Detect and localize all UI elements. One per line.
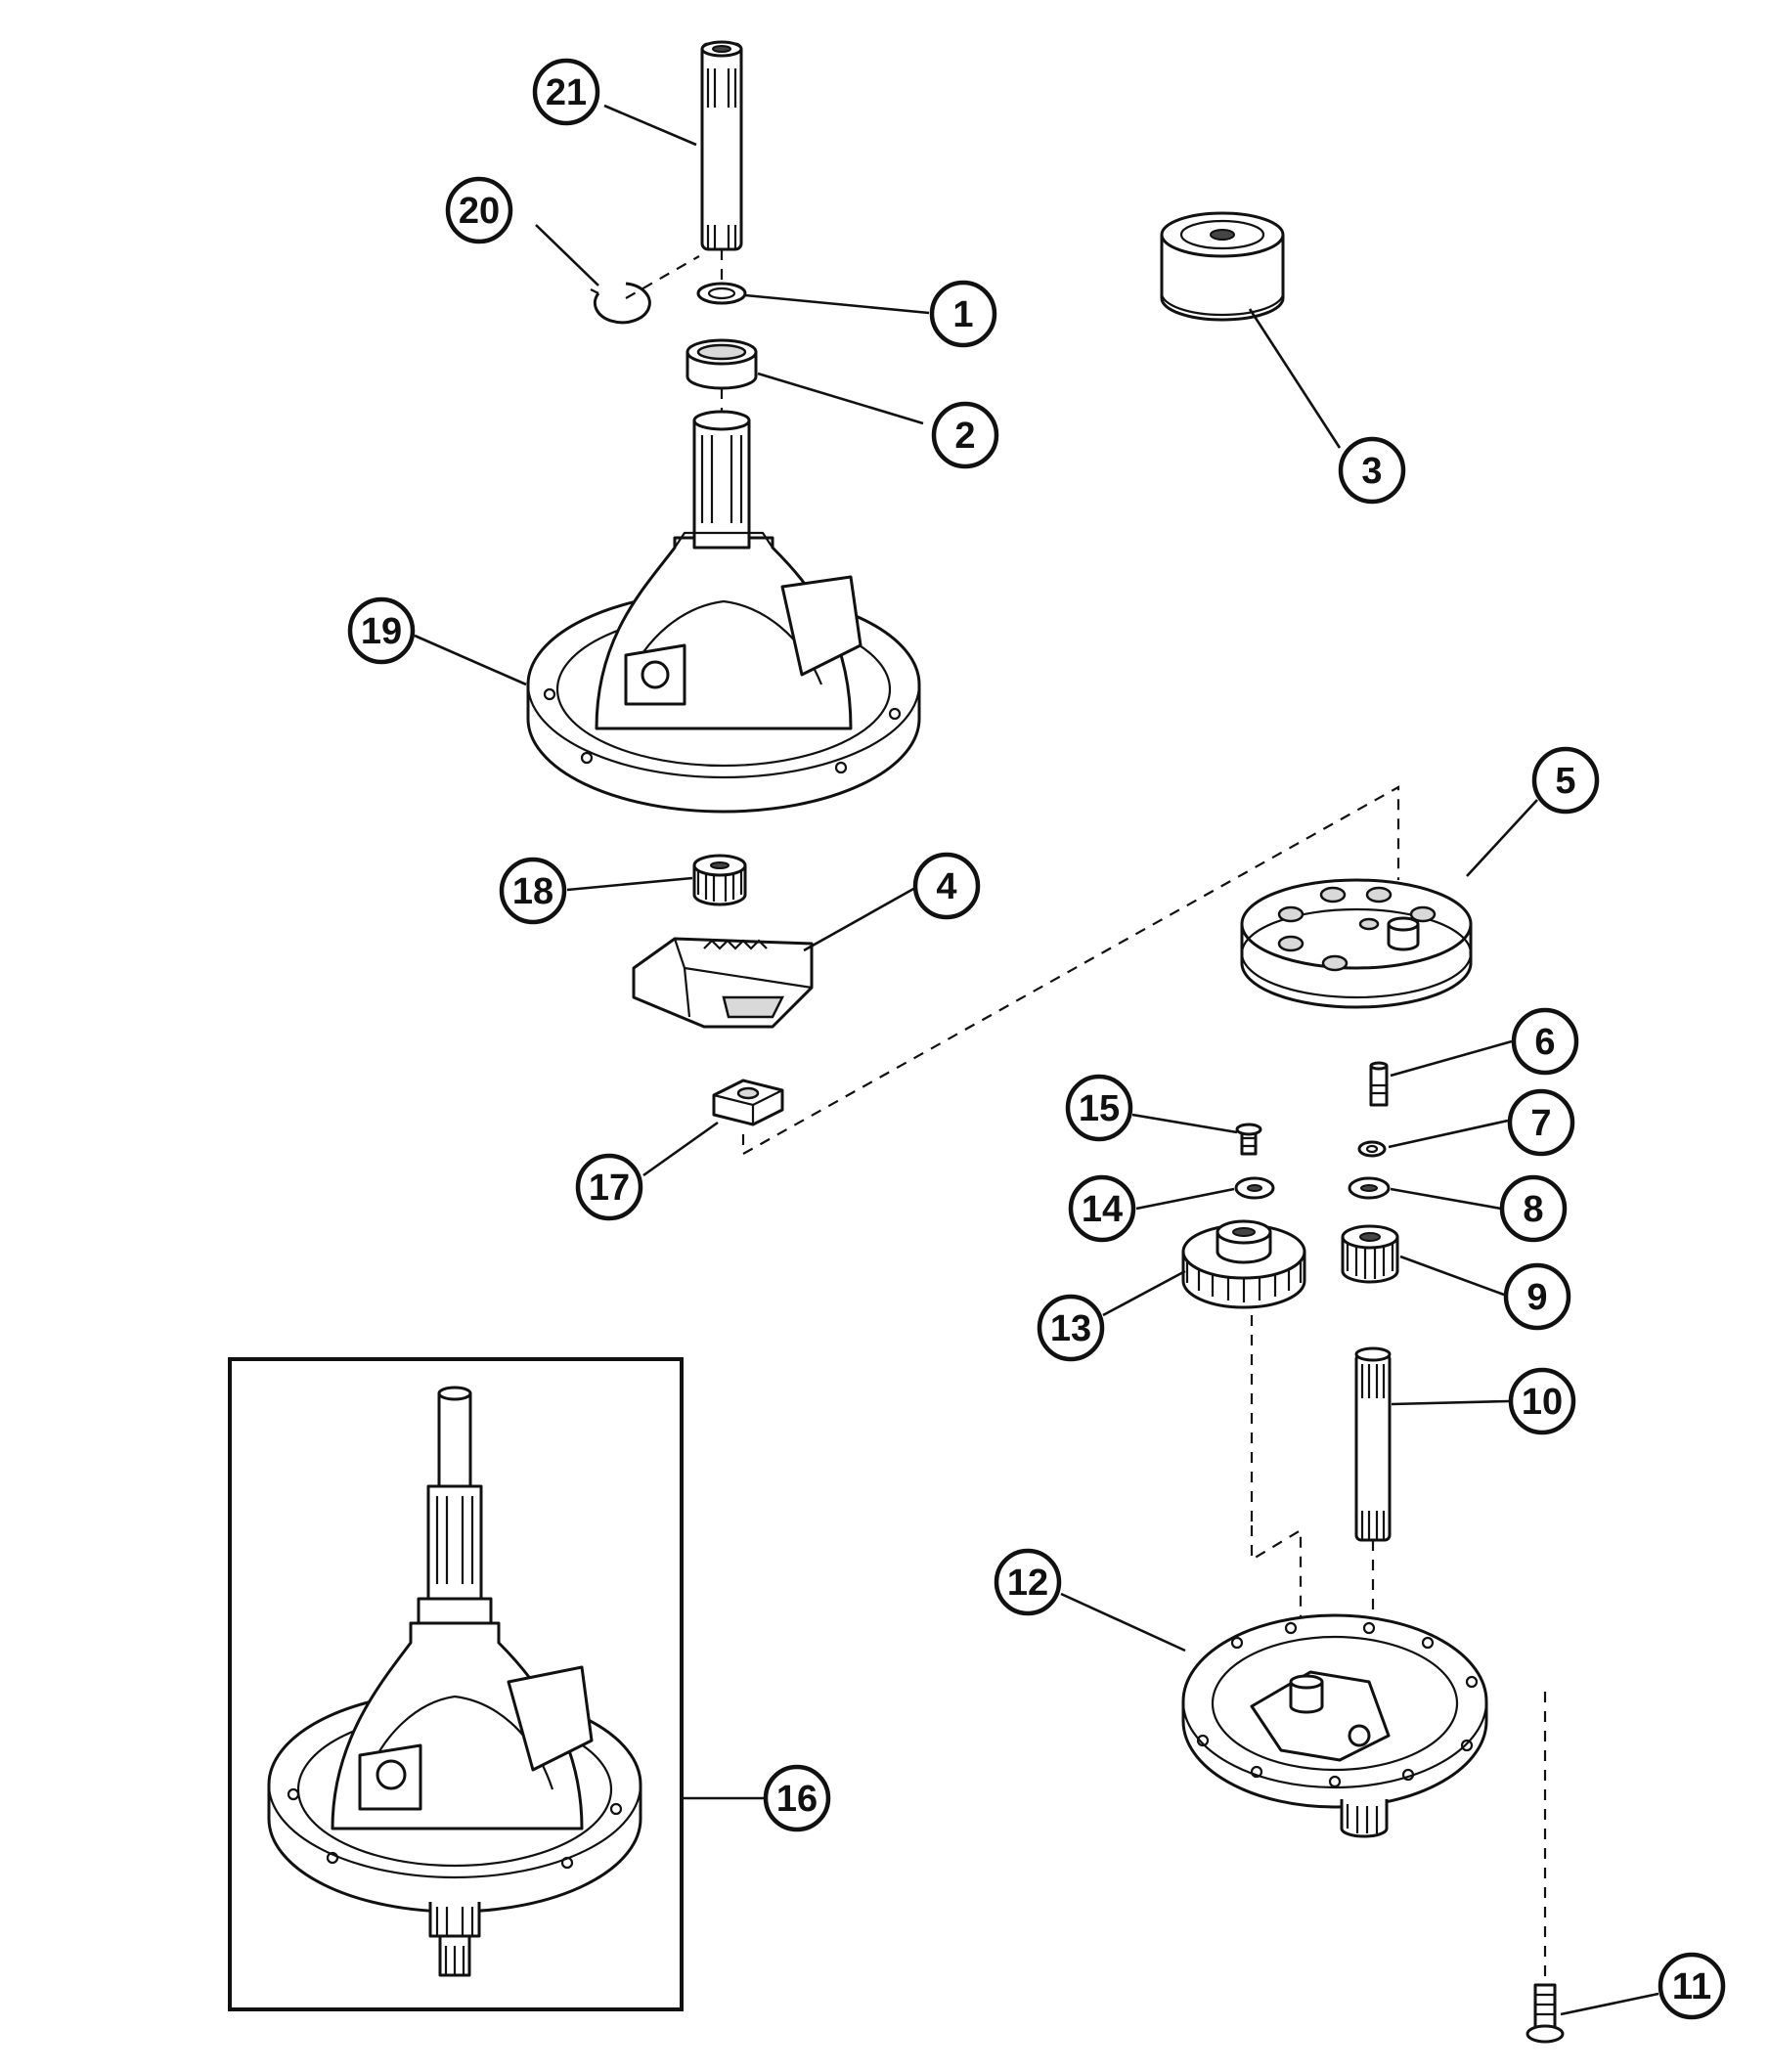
part-10-shaft (1354, 1346, 1392, 1692)
leader-lines (414, 104, 1659, 2016)
callout-label: 15 (1079, 1088, 1120, 1129)
callout-21: 21 (532, 58, 600, 126)
callout-label: 10 (1522, 1382, 1563, 1423)
callout-5: 5 (1531, 746, 1600, 815)
part-4-rack (632, 937, 814, 1029)
callout-2: 2 (931, 401, 999, 469)
alignment-line-13-12 (1250, 1525, 1303, 1682)
callout-label: 4 (936, 866, 956, 907)
callout-label: 1 (952, 294, 973, 335)
callout-label: 14 (1082, 1189, 1123, 1230)
part-5-cam-disc (1240, 878, 1473, 1009)
part-9-pinion-gear (1341, 1224, 1399, 1284)
part-14-washer (1234, 1176, 1275, 1200)
callout-1: 1 (929, 280, 997, 348)
callout-label: 21 (546, 72, 587, 113)
callout-label: 8 (1523, 1189, 1543, 1230)
part-1-washer (696, 282, 747, 305)
callout-label: 11 (1672, 1966, 1711, 2007)
callout-label: 2 (954, 416, 975, 457)
callout-label: 18 (512, 871, 553, 912)
part-3-filter (1160, 211, 1285, 322)
callout-4: 4 (912, 852, 981, 920)
callout-14: 14 (1068, 1174, 1136, 1243)
part-8-washer (1348, 1176, 1391, 1200)
callout-18: 18 (499, 857, 567, 925)
callout-label: 20 (459, 191, 500, 232)
callout-label: 19 (361, 611, 402, 652)
callout-8: 8 (1499, 1174, 1568, 1243)
callout-9: 9 (1503, 1262, 1571, 1331)
part-16-assembly-inset (228, 1357, 684, 2011)
callout-label: 12 (1007, 1563, 1048, 1604)
part-21-shaft (700, 40, 743, 284)
part-6-pin (1369, 1061, 1389, 1107)
callout-3: 3 (1338, 436, 1406, 505)
part-2-bushing (685, 338, 758, 416)
part-18-pinion-gear (692, 854, 747, 906)
part-15-screw (1235, 1123, 1262, 1156)
part-11-bolt (1526, 1983, 1565, 2044)
part-7-washer (1357, 1140, 1387, 1158)
alignment-line-17-5 (741, 785, 1400, 1156)
part-19-transmission-housing (526, 410, 921, 814)
part-13-compound-gear (1181, 1219, 1306, 1525)
callout-17: 17 (575, 1153, 643, 1221)
callout-label: 6 (1534, 1022, 1555, 1063)
callout-label: 9 (1526, 1277, 1547, 1318)
callout-15: 15 (1065, 1074, 1133, 1142)
callout-19: 19 (347, 596, 416, 665)
callout-label: 13 (1050, 1308, 1091, 1349)
part-12-gear-case (1181, 1613, 1547, 1980)
callout-label: 5 (1555, 761, 1575, 802)
callout-12: 12 (994, 1548, 1062, 1616)
callout-6: 6 (1511, 1007, 1579, 1076)
callout-label: 3 (1361, 451, 1382, 492)
part-17-block (712, 1079, 784, 1126)
callout-20: 20 (445, 176, 513, 244)
callout-label: 17 (589, 1168, 630, 1209)
callout-label: 16 (776, 1779, 818, 1820)
callout-label: 7 (1530, 1103, 1551, 1144)
callout-7: 7 (1507, 1088, 1575, 1157)
part-20-retaining-ring (590, 255, 700, 325)
callout-16: 16 (763, 1764, 831, 1832)
callout-10: 10 (1508, 1367, 1576, 1435)
callout-11: 11 (1658, 1952, 1726, 2020)
callout-13: 13 (1037, 1294, 1105, 1362)
